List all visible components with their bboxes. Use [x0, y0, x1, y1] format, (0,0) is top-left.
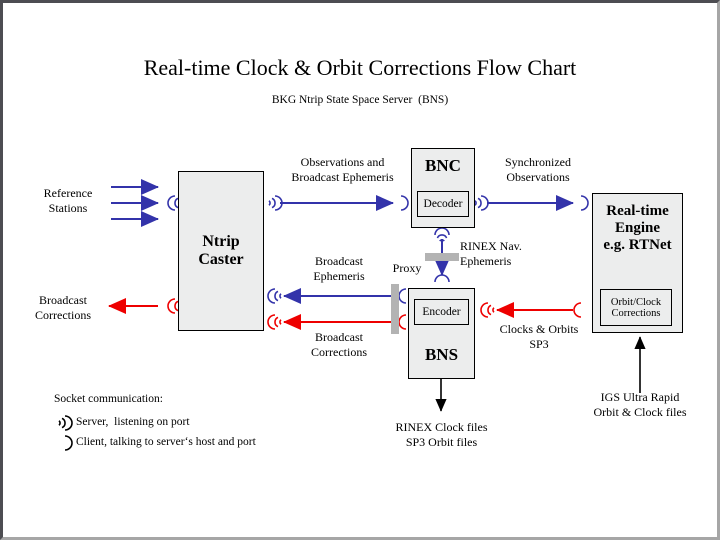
rt-engine-label-line1: Real-time [606, 203, 669, 219]
ntrip-caster-label-line1: Ntrip [202, 233, 240, 250]
diagram-subtitle: BKG Ntrip State Space Server (BNS) [271, 94, 449, 106]
label-rinex-clock-sp3-files: RINEX Clock files SP3 Orbit files [395, 420, 488, 449]
diagram-title: Real-time Clock & Orbit Corrections Flow… [143, 55, 577, 80]
socket-server-icon-bns-clocks [480, 302, 495, 318]
label-broadcast-corrections-mid: Broadcast Corrections [311, 330, 367, 359]
orbit-clock-corrections-label-line1: Orbit/Clock [610, 296, 662, 308]
socket-client-icon-bnc-in [400, 195, 409, 211]
label-proxy: Proxy [392, 261, 422, 275]
socket-server-icon-bnc-out [474, 195, 489, 211]
socket-client-icon-engine-clocks [573, 302, 582, 318]
label-clocks-orbits-sp3: Clocks & Orbits SP3 [499, 322, 579, 351]
rt-engine-label-line2: Engine [614, 220, 660, 236]
legend-client-label: Client, talking to server‘s host and por… [76, 436, 256, 448]
bns-encoder-label: Encoder [422, 306, 461, 318]
label-observations-broadcast-ephemeris: Observations and Broadcast Ephemeris [291, 155, 394, 184]
legend-server-label: Server, listening on port [76, 416, 190, 428]
socket-server-icon-caster-be [267, 288, 282, 304]
connector-layer [58, 179, 646, 451]
diagram-canvas: Real-time Clock & Orbit Corrections Flow… [3, 3, 717, 537]
socket-client-icon-bns-be [398, 288, 407, 304]
legend-socket-server-icon [58, 415, 73, 431]
arrow-reference-stations [111, 179, 159, 227]
bnc-label: BNC [425, 156, 461, 175]
socket-client-icon-bns-nav [434, 274, 450, 283]
label-igs-ultra-rapid: IGS Ultra Rapid Orbit & Clock files [593, 390, 687, 419]
bns-encoder-box[interactable]: Encoder [414, 299, 469, 325]
rt-engine-label-line3: e.g. RTNet [603, 237, 672, 253]
orbit-clock-corrections-label-line2: Corrections [611, 307, 661, 319]
legend-socket-client-icon [64, 435, 73, 451]
label-rinex-nav-ephemeris: RINEX Nav. Ephemeris [460, 239, 522, 268]
label-broadcast-corrections-left: Broadcast Corrections [35, 293, 91, 322]
socket-server-icon-caster-bc [267, 314, 282, 330]
label-broadcast-ephemeris: Broadcast Ephemeris [313, 254, 365, 283]
ntrip-caster-box[interactable]: Ntrip Caster [178, 171, 264, 331]
proxy-bar-horizontal [425, 253, 459, 261]
proxy-bar-vertical [391, 284, 399, 334]
socket-client-icon-bns-bc [398, 314, 407, 330]
legend-title: Socket communication: [54, 393, 163, 405]
label-synchronized-observations: Synchronized Observations [505, 155, 571, 184]
ntrip-caster-label-line2: Caster [198, 251, 244, 268]
rt-engine-orbit-clock-corrections-box[interactable]: Orbit/Clock Corrections [600, 289, 672, 326]
bnc-decoder-label: Decoder [423, 198, 463, 210]
bnc-decoder-box[interactable]: Decoder [417, 191, 469, 217]
socket-client-icon-engine-in [580, 195, 589, 211]
bns-label: BNS [424, 345, 459, 364]
label-reference-stations: Reference Stations [43, 186, 93, 215]
